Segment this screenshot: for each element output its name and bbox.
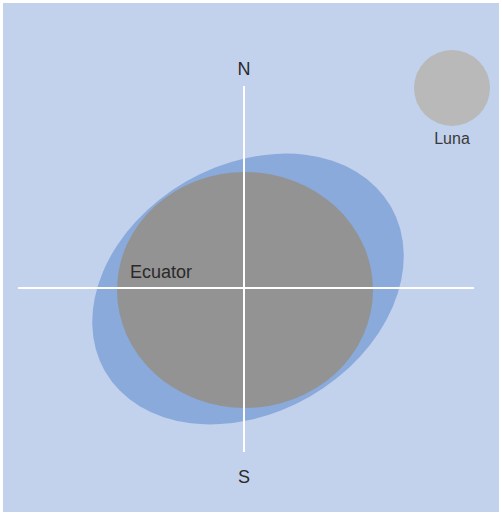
equator-label: Ecuator	[130, 263, 192, 281]
moon-disc	[414, 50, 490, 126]
equator-line	[18, 287, 474, 289]
axis-line	[243, 86, 245, 452]
north-label: N	[238, 60, 251, 78]
background-panel	[3, 3, 499, 512]
moon-circle	[414, 50, 490, 126]
south-label: S	[238, 468, 250, 486]
moon-label: Luna	[414, 130, 490, 148]
moon: Luna	[414, 50, 490, 148]
